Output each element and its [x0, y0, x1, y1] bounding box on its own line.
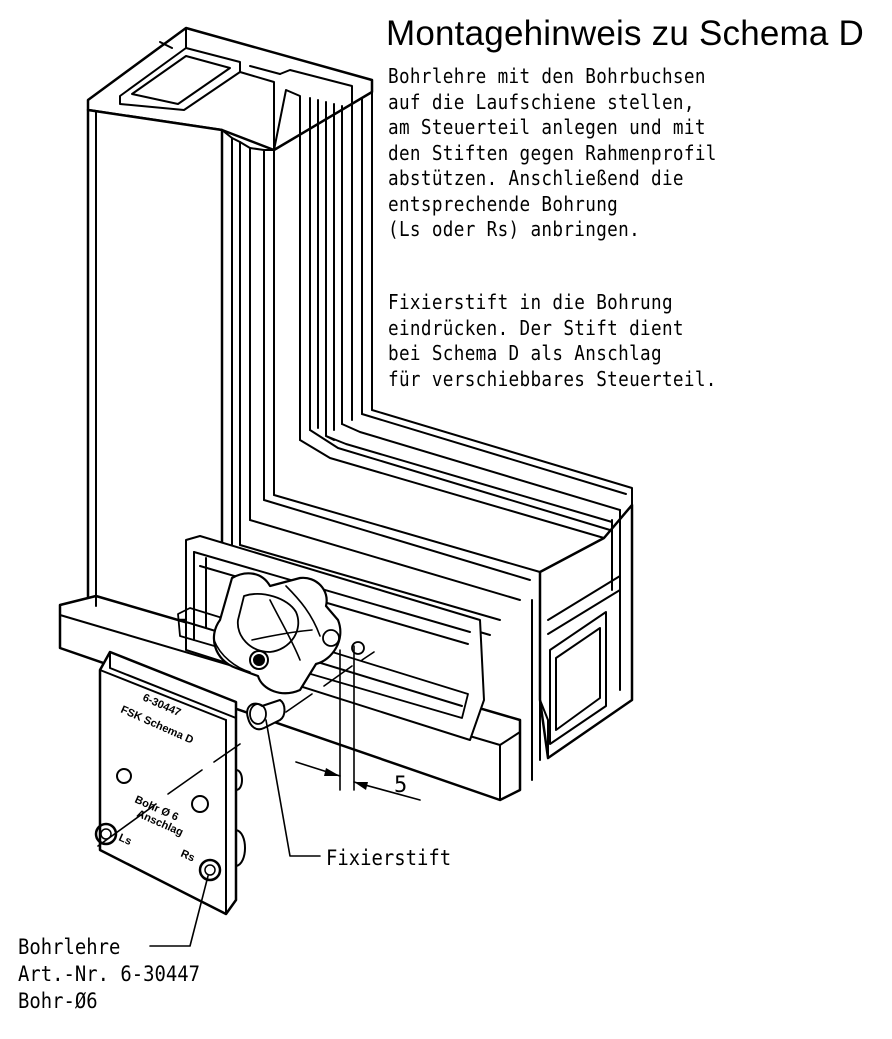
control-part — [177, 535, 485, 741]
bohrlehre-name-label: Bohrlehre — [18, 935, 121, 959]
page-title: Montagehinweis zu Schema D — [386, 14, 864, 53]
plate-hole-ls: Ls — [117, 832, 134, 848]
instruction-paragraph-2: Fixierstift in die Bohrung eindrücken. D… — [388, 290, 717, 391]
fixierstift-label: Fixierstift — [326, 846, 452, 870]
vertical-frame-profile — [86, 26, 374, 622]
leader-lines — [149, 719, 321, 947]
instruction-paragraph-1: Bohrlehre mit den Bohrbuchsen auf die La… — [388, 64, 717, 241]
plate-hole-rs: Rs — [179, 848, 197, 865]
bohrlehre-article-label: Art.-Nr. 6-30447 — [18, 962, 201, 986]
dimension-marker: 5 — [295, 645, 421, 801]
fixing-pin — [246, 699, 286, 731]
bohrlehre-drill-diameter-label: Bohr-Ø6 — [18, 989, 98, 1013]
dimension-value: 5 — [394, 773, 407, 798]
drilling-axis-line — [97, 651, 375, 847]
